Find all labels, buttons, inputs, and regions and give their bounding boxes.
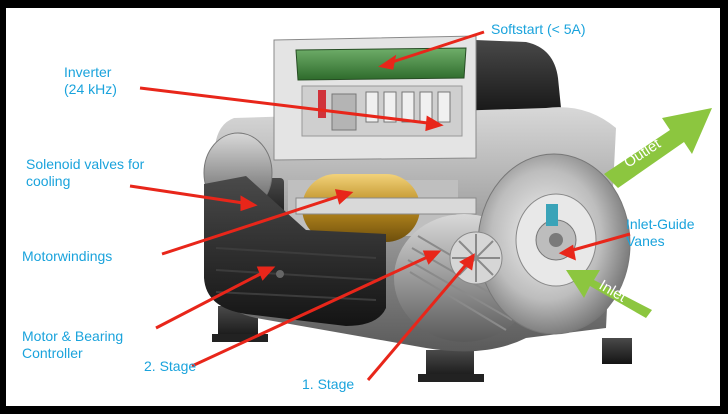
compressor-illustration: Outlet Inlet	[129, 30, 712, 382]
impeller	[449, 231, 503, 285]
label-solenoid-valves: Solenoid valves for cooling	[26, 156, 145, 189]
label-stage-1: 1. Stage	[302, 376, 355, 392]
label-inverter: Inverter (24 kHz)	[64, 64, 117, 97]
label-motor-bearing-controller: Motor & Bearing Controller	[22, 328, 124, 361]
leader-lines	[129, 30, 631, 381]
controller-housing	[204, 176, 386, 326]
stage-1-volute	[477, 153, 631, 335]
outlet-arrow: Outlet	[604, 108, 712, 188]
label-inlet-guide-vanes: Inlet-Guide Vanes	[626, 216, 695, 249]
label-motorwindings: Motorwindings	[22, 248, 113, 264]
electronics-box	[273, 35, 477, 161]
diagram-frame: Outlet Inlet Softstart (< 5A) Inverter (…	[6, 8, 720, 406]
label-softstart: Softstart (< 5A)	[491, 21, 586, 37]
label-stage-2: 2. Stage	[144, 358, 197, 374]
